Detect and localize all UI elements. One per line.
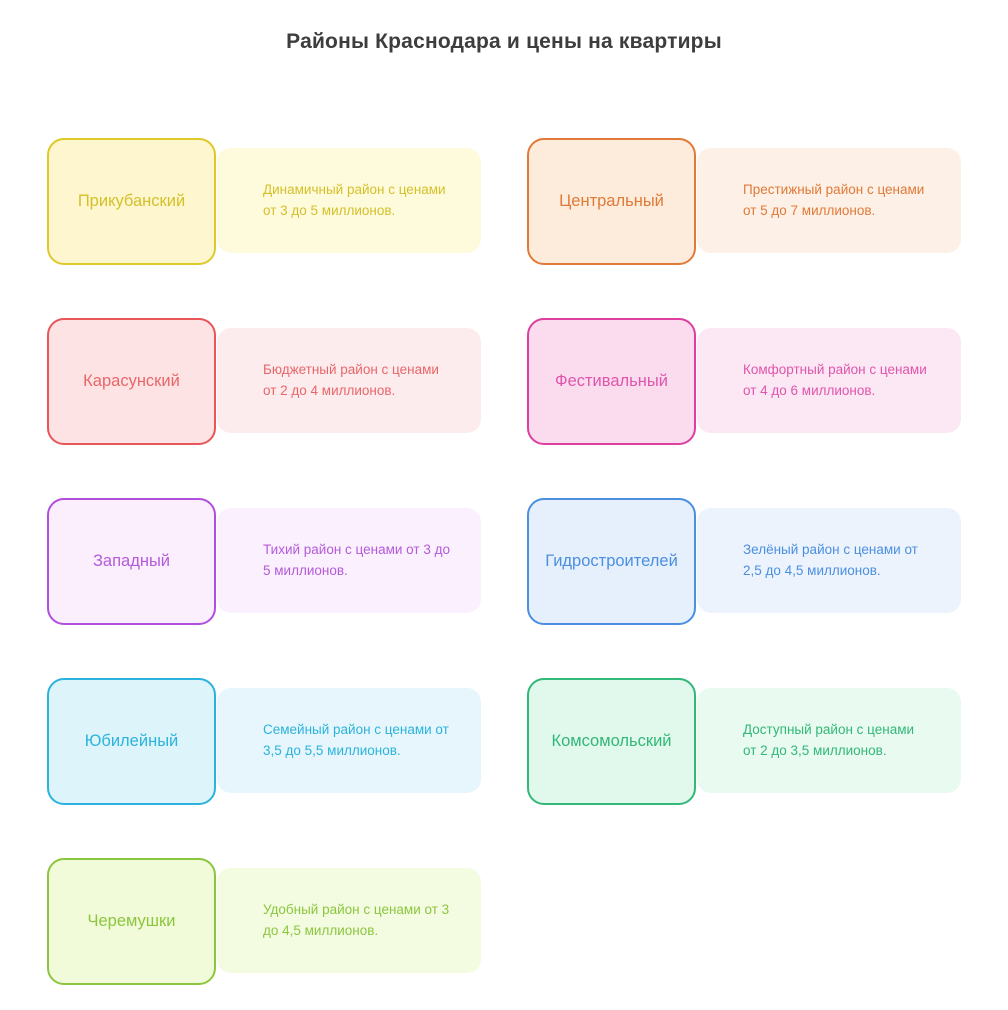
district-description-panel: Комфортный район с ценами от 4 до 6 милл… [697, 328, 961, 433]
district-name-box[interactable]: Фестивальный [527, 318, 696, 445]
district-card[interactable]: Престижный район с ценами от 5 до 7 милл… [527, 128, 961, 267]
district-name-label: Гидростроителей [545, 552, 678, 570]
district-name-box[interactable]: Карасунский [47, 318, 216, 445]
district-name-box[interactable]: Прикубанский [47, 138, 216, 265]
district-description-text: Удобный район с ценами от 3 до 4,5 милли… [263, 901, 450, 938]
district-description-panel: Удобный район с ценами от 3 до 4,5 милли… [217, 868, 481, 973]
district-card[interactable]: Комфортный район с ценами от 4 до 6 милл… [527, 308, 961, 447]
district-description-panel: Бюджетный район с ценами от 2 до 4 милли… [217, 328, 481, 433]
district-name-box[interactable]: Центральный [527, 138, 696, 265]
district-description-panel: Престижный район с ценами от 5 до 7 милл… [697, 148, 961, 253]
district-name-label: Фестивальный [555, 372, 668, 390]
district-name-box[interactable]: Черемушки [47, 858, 216, 985]
district-card[interactable]: Доступный район с ценами от 2 до 3,5 мил… [527, 668, 961, 807]
district-description-panel: Динамичный район с ценами от 3 до 5 милл… [217, 148, 481, 253]
district-card[interactable]: Зелёный район с ценами от 2,5 до 4,5 мил… [527, 488, 961, 627]
district-name-label: Юбилейный [84, 732, 179, 750]
district-description-panel: Семейный район с ценами от 3,5 до 5,5 ми… [217, 688, 481, 793]
district-name-label: Центральный [559, 192, 664, 210]
district-card[interactable]: Семейный район с ценами от 3,5 до 5,5 ми… [47, 668, 481, 807]
district-name-label: Карасунский [83, 372, 180, 390]
district-name-label: Комсомольский [551, 732, 672, 750]
district-description-text: Семейный район с ценами от 3,5 до 5,5 ми… [263, 721, 449, 758]
district-description-text: Зелёный район с ценами от 2,5 до 4,5 мил… [743, 541, 918, 578]
district-description-text: Тихий район с ценами от 3 до 5 миллионов… [263, 541, 450, 578]
district-name-label: Прикубанский [77, 192, 186, 210]
district-name-box[interactable]: Комсомольский [527, 678, 696, 805]
district-description-text: Престижный район с ценами от 5 до 7 милл… [743, 181, 925, 218]
district-card[interactable]: Бюджетный район с ценами от 2 до 4 милли… [47, 308, 481, 447]
district-description-text: Комфортный район с ценами от 4 до 6 милл… [743, 361, 927, 398]
page-title: Районы Краснодара и цены на квартиры [286, 30, 722, 53]
district-description-panel: Тихий район с ценами от 3 до 5 миллионов… [217, 508, 481, 613]
district-name-box[interactable]: Гидростроителей [527, 498, 696, 625]
district-description-text: Бюджетный район с ценами от 2 до 4 милли… [263, 361, 439, 398]
districts-grid: Динамичный район с ценами от 3 до 5 милл… [47, 128, 961, 987]
district-card[interactable]: Динамичный район с ценами от 3 до 5 милл… [47, 128, 481, 267]
district-name-box[interactable]: Западный [47, 498, 216, 625]
district-name-label: Западный [92, 552, 171, 570]
district-card[interactable]: Тихий район с ценами от 3 до 5 миллионов… [47, 488, 481, 627]
district-description-panel: Зелёный район с ценами от 2,5 до 4,5 мил… [697, 508, 961, 613]
district-name-box[interactable]: Юбилейный [47, 678, 216, 805]
district-card[interactable]: Удобный район с ценами от 3 до 4,5 милли… [47, 848, 481, 987]
district-description-panel: Доступный район с ценами от 2 до 3,5 мил… [697, 688, 961, 793]
district-name-label: Черемушки [87, 912, 176, 930]
district-description-text: Доступный район с ценами от 2 до 3,5 мил… [743, 721, 915, 758]
district-description-text: Динамичный район с ценами от 3 до 5 милл… [263, 181, 446, 218]
